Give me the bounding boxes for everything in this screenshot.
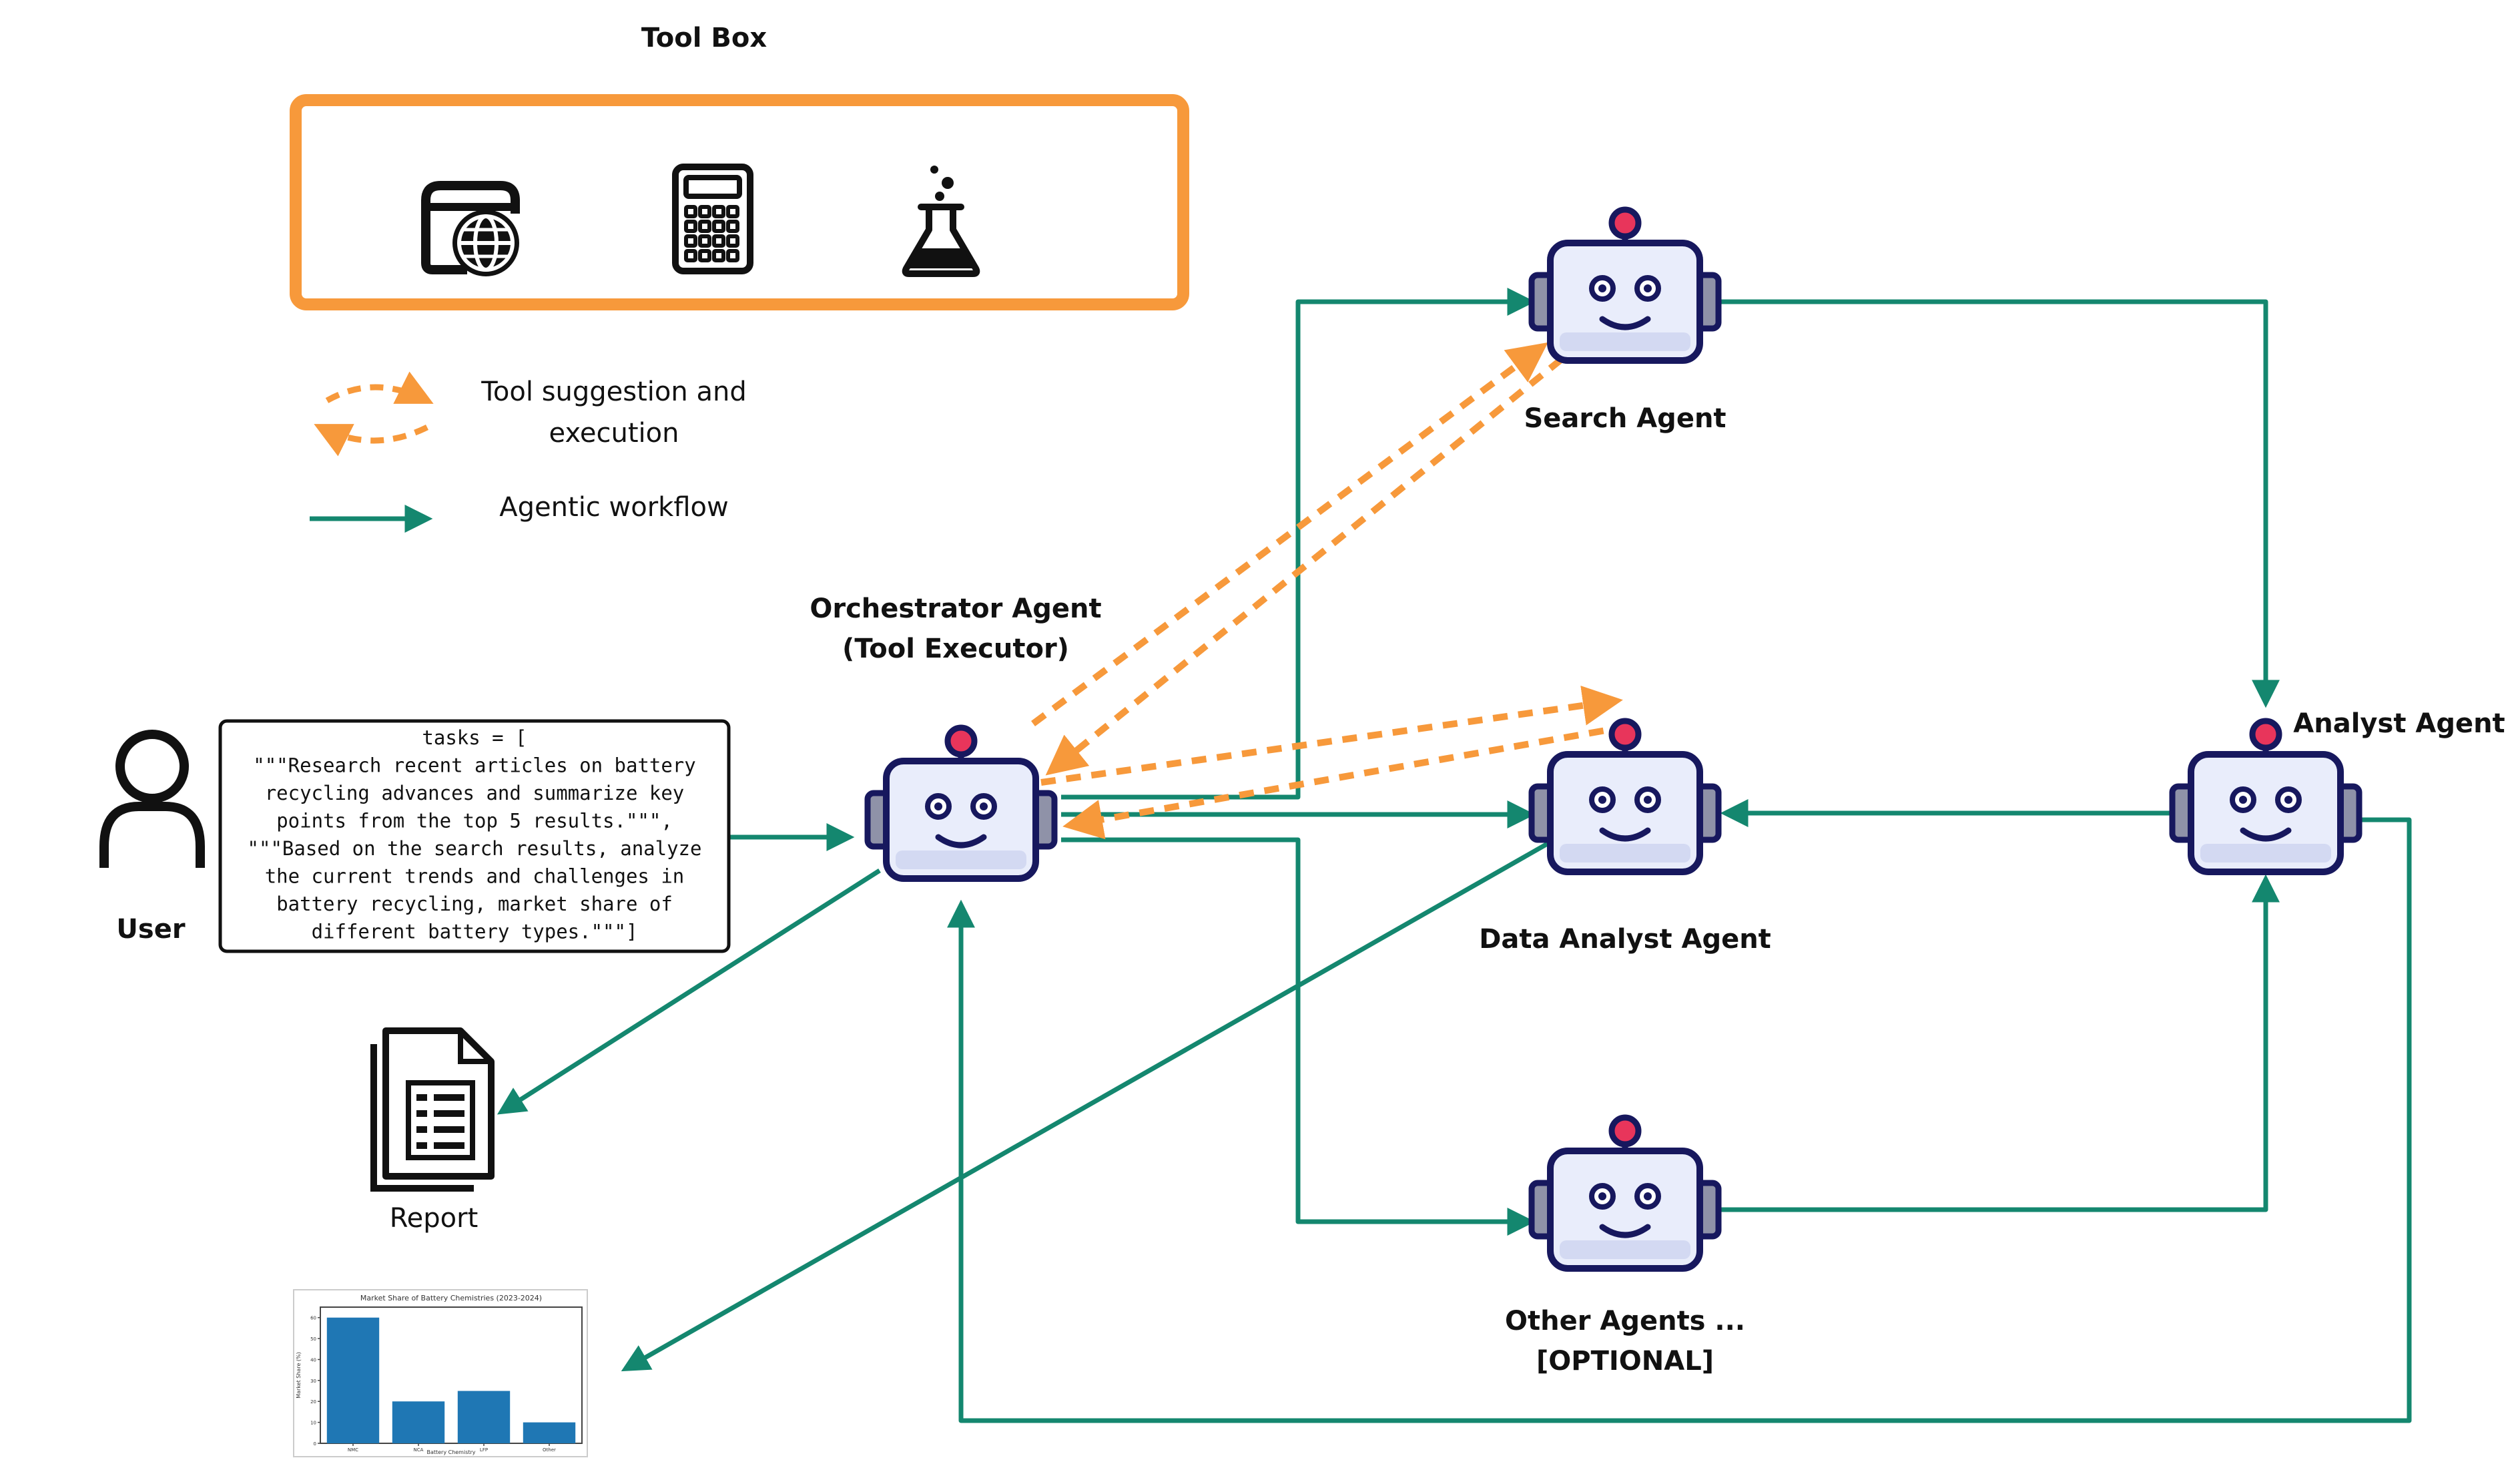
calculator-key: [684, 205, 697, 218]
chart-y-tick-label: 40: [310, 1357, 316, 1363]
market-share-bar-chart: Market Share of Battery Chemistries (202…: [293, 1289, 588, 1457]
search-to-analyst-arrow: [1720, 299, 2280, 708]
chart-y-tick-label: 0: [314, 1441, 316, 1447]
chart-y-tick-label: 60: [310, 1316, 316, 1321]
calculator-key: [712, 205, 725, 218]
search-agent-label: Search Agent: [1524, 403, 1726, 434]
analyst-agent-robot-icon: [2172, 721, 2359, 872]
task-code-line: battery recycling, market share of: [276, 893, 673, 915]
orchestrator-to-search-arrow: [1061, 288, 1536, 800]
report-document-icon: [370, 1027, 495, 1192]
user-label: User: [116, 914, 185, 945]
legend-workflow-label: Agentic workflow: [499, 492, 728, 523]
task-code-line: tasks = [: [422, 726, 527, 749]
calculator-key: [726, 205, 739, 218]
orchestrator-label-line1: Orchestrator Agent: [810, 593, 1101, 624]
legend-tool-label-line1: Tool suggestion and: [481, 377, 746, 407]
other-agents-to-analyst-arrow: [1720, 874, 2280, 1212]
report-label: Report: [390, 1203, 479, 1234]
orchestrator-to-other-agents-arrow: [1061, 837, 1536, 1236]
workflow-connections: [497, 288, 2412, 1423]
flask-icon: [902, 166, 980, 277]
calculator-key: [712, 220, 725, 233]
calculator-key: [698, 205, 711, 218]
task-code-box: [218, 719, 731, 953]
orchestrator-to-search-tool-arrow: [1031, 342, 1548, 727]
orchestrator-agent-robot-icon: [868, 728, 1054, 879]
legend-tool-arrows-icon: [314, 371, 434, 457]
analyst-to-orchestrator-arrow: [947, 817, 2412, 1423]
calculator-key: [726, 220, 739, 233]
calculator-key: [684, 234, 697, 248]
calculator-key: [698, 234, 711, 248]
calculator-key: [684, 220, 697, 233]
other-agents-label-line2: [OPTIONAL]: [1536, 1346, 1714, 1377]
data-analyst-agent-label: Data Analyst Agent: [1479, 924, 1771, 955]
task-code-line: the current trends and challenges in: [265, 865, 685, 888]
task-code-line: """Research recent articles on battery: [253, 754, 695, 777]
chart-y-axis-label: Market Share (%): [296, 1352, 302, 1399]
chart-title: Market Share of Battery Chemistries (202…: [360, 1294, 542, 1302]
orchestrator-to-data-analyst-tool-arrow: [1040, 686, 1623, 786]
task-code-line: """Based on the search results, analyze: [248, 837, 702, 860]
chart-y-tick-label: 30: [310, 1379, 316, 1384]
chart-x-tick-label: NMC: [348, 1447, 358, 1453]
calculator-key: [726, 234, 739, 248]
toolbox-frame: [290, 94, 1189, 310]
search-to-orchestrator-tool-arrow: [1045, 356, 1564, 776]
task-code-line: points from the top 5 results.""",: [276, 810, 673, 832]
chart-x-tick-label: NCA: [414, 1447, 424, 1453]
chart-bar: [326, 1317, 380, 1443]
calculator-key: [726, 249, 739, 262]
tool-suggestion-arrows: [1031, 342, 1629, 840]
chart-y-tick-label: 10: [310, 1421, 316, 1426]
other-agents-robot-icon: [1532, 1118, 1718, 1268]
task-code-line: different battery types."""]: [312, 921, 638, 943]
chart-axes-frame: [320, 1306, 583, 1444]
chart-x-tick-label: Other: [543, 1447, 556, 1453]
task-code-lines: tasks = [ """Research recent articles on …: [248, 726, 702, 943]
calculator-key: [698, 249, 711, 262]
chart-x-tick-label: LFP: [480, 1447, 488, 1453]
calculator-icon: [672, 164, 753, 274]
calculator-key: [684, 249, 697, 262]
toolbox-title: Tool Box: [641, 23, 767, 53]
calculator-key: [698, 220, 711, 233]
legend-tool-label-line2: execution: [549, 418, 679, 449]
analyst-agent-label: Analyst Agent: [2293, 708, 2505, 739]
data-analyst-to-chart-arrow: [621, 840, 1551, 1372]
calculator-key: [712, 234, 725, 248]
chart-y-tick-label: 50: [310, 1336, 316, 1342]
task-code-line: recycling advances and summarize key: [265, 782, 685, 804]
data-analyst-agent-robot-icon: [1532, 721, 1718, 872]
orchestrator-to-report-arrow: [497, 869, 881, 1115]
user-icon: [99, 730, 205, 868]
chart-x-axis-label: Battery Chemistry: [426, 1449, 475, 1455]
chart-bar: [457, 1391, 511, 1443]
other-agents-label-line1: Other Agents ...: [1505, 1306, 1745, 1336]
calculator-key: [712, 249, 725, 262]
chart-y-tick-label: 20: [310, 1399, 316, 1405]
orchestrator-label-line2: (Tool Executor): [842, 634, 1069, 664]
chart-bar: [523, 1422, 576, 1443]
web-search-icon: [421, 181, 520, 276]
chart-bar: [392, 1401, 445, 1443]
data-analyst-to-orchestrator-tool-arrow: [1062, 723, 1629, 840]
search-agent-robot-icon: [1532, 210, 1718, 360]
